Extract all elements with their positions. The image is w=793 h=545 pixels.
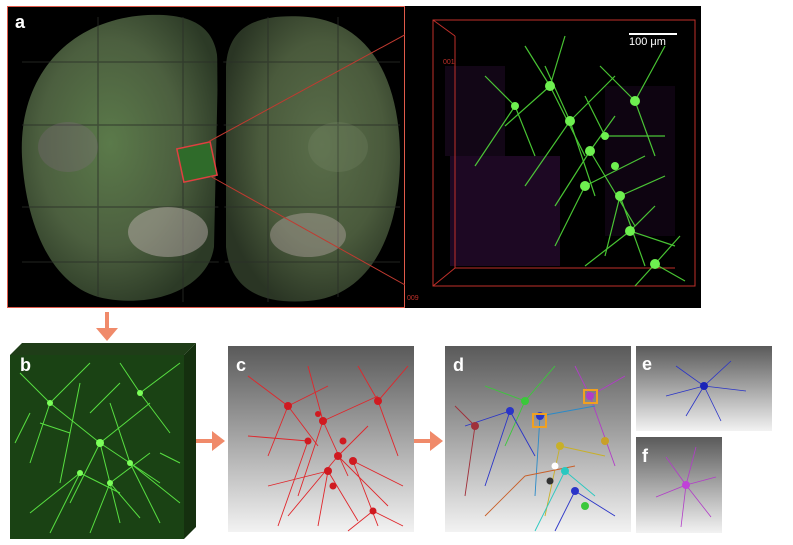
zoomed-neuron-volume: 001 009 [407, 19, 696, 302]
right-arrow-icon [414, 431, 443, 451]
neuron-somata [511, 81, 660, 269]
right-arrow-icon [196, 431, 225, 451]
panel-e-single-neuron [636, 346, 772, 431]
panel-label-f: f [642, 446, 648, 466]
panel-b-volume [10, 343, 196, 539]
svg-text:009: 009 [407, 295, 419, 302]
scale-bar [629, 33, 677, 35]
down-arrow-icon [96, 312, 118, 341]
panel-label-b: b [20, 355, 31, 375]
panel-d-segmentation [445, 346, 631, 532]
panel-f-single-neuron [636, 437, 722, 533]
brain-slice-image [21, 14, 400, 302]
panel-label-e: e [642, 354, 653, 374]
panel-a-slice [7, 6, 405, 308]
panel-label-c: c [236, 355, 247, 375]
panel-a-zoom: 001 009 100 μ [405, 6, 701, 308]
panel-label-d: d [453, 355, 464, 375]
panel-c-reconstruction [228, 346, 414, 532]
svg-text:001: 001 [443, 59, 455, 66]
scale-bar-label: 100 μm [629, 36, 666, 48]
panel-label-a: a [15, 12, 26, 32]
